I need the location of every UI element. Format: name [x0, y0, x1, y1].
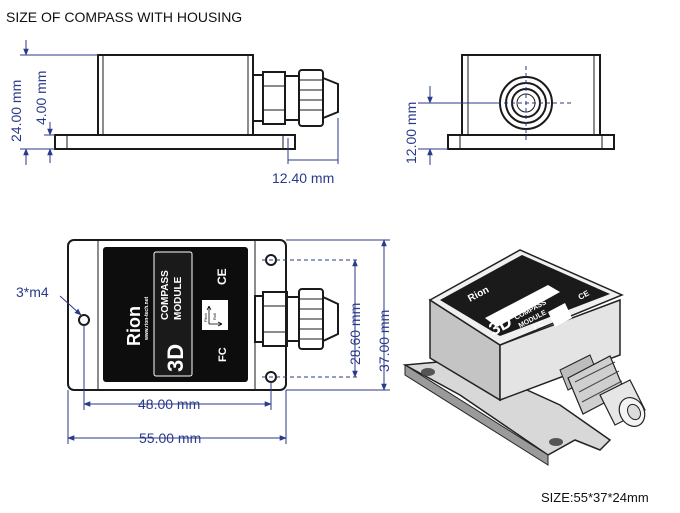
axis-pitch: Pitch: [203, 313, 208, 322]
axis-box: [202, 300, 228, 330]
label-3d: 3D: [163, 344, 188, 372]
drawing-title: SIZE OF COMPASS WITH HOUSING: [6, 9, 242, 25]
dim-side-gland: 12.40 mm: [272, 170, 334, 186]
side-cable-gland: [252, 69, 339, 127]
ce-mark: CE: [215, 268, 229, 285]
label-compass: COMPASS: [160, 270, 171, 320]
label-website: www.rion-tech.net: [144, 297, 150, 341]
end-view: 12.00 mm: [403, 54, 615, 165]
dim-side-height: 24.00 mm: [8, 80, 24, 142]
mount-holes-note: 3*m4: [16, 284, 49, 300]
dim-top-length: 55.00 mm: [139, 430, 201, 446]
dim-end-center: 12.00 mm: [403, 102, 419, 164]
dim-top-hole-length: 48.00 mm: [138, 396, 200, 412]
fc-mark: FC: [217, 347, 229, 362]
label-module: MODULE: [173, 276, 184, 320]
dim-side-flange: 4.00 mm: [33, 71, 49, 125]
top-view: 3D COMPASS MODULE Rion www.rion-tech.net…: [16, 239, 392, 446]
size-note: SIZE:55*37*24mm: [541, 490, 649, 505]
top-cable-gland: [254, 288, 339, 350]
dim-top-hole-spacing: 28.60 mm: [347, 303, 363, 365]
dim-top-width: 37.00 mm: [376, 310, 392, 372]
product-render: 3D Rion COMPASS MODULE CE FC: [402, 249, 646, 466]
product-label: 3D COMPASS MODULE Rion www.rion-tech.net…: [103, 247, 248, 382]
axis-roll: Roll: [212, 313, 217, 320]
side-view: 24.00 mm 4.00 mm 12.40 mm: [8, 40, 339, 186]
label-brand: Rion: [124, 306, 144, 346]
